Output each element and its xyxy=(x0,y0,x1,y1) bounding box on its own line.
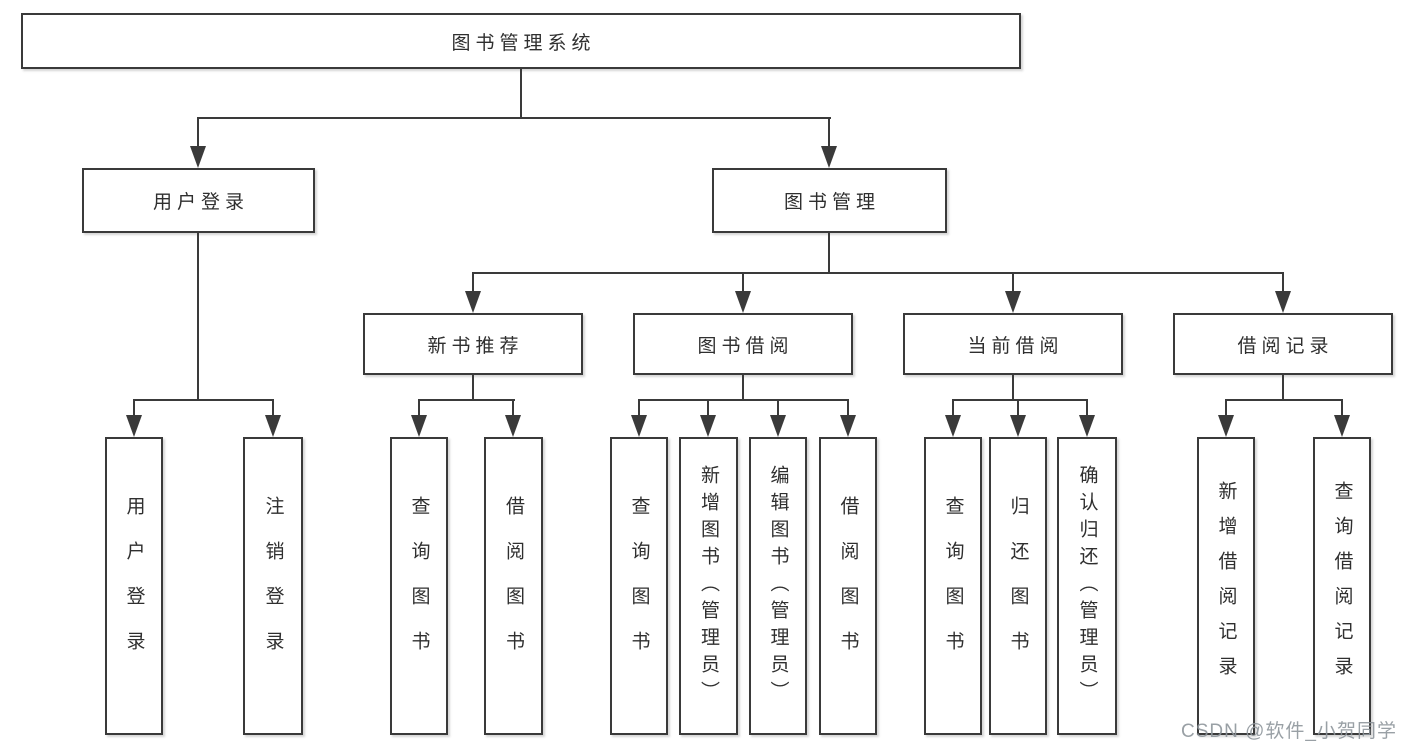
arrowhead-down-icon xyxy=(770,415,786,437)
arrowhead-down-icon xyxy=(411,415,427,437)
arrowhead-down-icon xyxy=(735,291,751,313)
connector-bookborrow-stem xyxy=(742,375,744,401)
node-new-book-recommendation: 新书推荐 xyxy=(363,313,583,375)
leaf-edit-book-admin: 编辑图书（管理员） xyxy=(749,437,807,735)
node-root: 图书管理系统 xyxy=(21,13,1021,69)
arrowhead-down-icon xyxy=(126,415,142,437)
connector-drop xyxy=(133,399,135,417)
connector-drop xyxy=(1225,399,1227,417)
connector-level2-hline xyxy=(472,272,1284,274)
connector-drop xyxy=(1341,399,1343,417)
connector-userlogin-stem xyxy=(197,233,199,401)
leaf-borrow-books-recommend: 借阅图书 xyxy=(484,437,543,735)
leaf-confirm-return-admin: 确认归还（管理员） xyxy=(1057,437,1117,735)
connector-drop xyxy=(272,399,274,417)
leaf-add-book-admin: 新增图书（管理员） xyxy=(679,437,738,735)
leaf-logout: 注销登录 xyxy=(243,437,303,735)
connector-drop xyxy=(707,399,709,417)
connector-records-stem xyxy=(1282,375,1284,401)
connector-level1-hline xyxy=(197,117,831,119)
connector-drop xyxy=(1012,272,1014,292)
connector-group-hline xyxy=(418,399,515,401)
arrowhead-down-icon xyxy=(631,415,647,437)
arrowhead-down-icon xyxy=(465,291,481,313)
csdn-watermark: CSDN @软件_小贺同学 xyxy=(1181,721,1397,742)
connector-group-hline xyxy=(952,399,1088,401)
arrowhead-down-icon xyxy=(1079,415,1095,437)
connector-currentborrow-stem xyxy=(1012,375,1014,401)
connector-drop xyxy=(777,399,779,417)
arrowhead-down-icon xyxy=(821,146,837,168)
leaf-query-books-borrow: 查询图书 xyxy=(610,437,668,735)
node-borrowing-records: 借阅记录 xyxy=(1173,313,1393,375)
node-book-management: 图书管理 xyxy=(712,168,947,233)
arrowhead-down-icon xyxy=(945,415,961,437)
leaf-return-books: 归还图书 xyxy=(989,437,1047,735)
leaf-query-books-current: 查询图书 xyxy=(924,437,982,735)
connector-bookmgmt-stem xyxy=(828,233,830,274)
arrowhead-down-icon xyxy=(265,415,281,437)
connector-group-hline xyxy=(1225,399,1343,401)
connector-drop xyxy=(638,399,640,417)
arrowhead-down-icon xyxy=(840,415,856,437)
arrowhead-down-icon xyxy=(1275,291,1291,313)
node-current-borrowing: 当前借阅 xyxy=(903,313,1123,375)
connector-drop xyxy=(512,399,514,417)
connector-drop xyxy=(1086,399,1088,417)
connector-root-stem xyxy=(520,69,522,119)
connector-drop xyxy=(952,399,954,417)
arrowhead-down-icon xyxy=(1334,415,1350,437)
connector-drop xyxy=(418,399,420,417)
connector-drop xyxy=(197,117,199,149)
arrowhead-down-icon xyxy=(700,415,716,437)
connector-drop xyxy=(847,399,849,417)
connector-drop xyxy=(742,272,744,292)
connector-drop xyxy=(1282,272,1284,292)
connector-drop xyxy=(472,272,474,292)
arrowhead-down-icon xyxy=(190,146,206,168)
leaf-borrow-books: 借阅图书 xyxy=(819,437,877,735)
arrowhead-down-icon xyxy=(1010,415,1026,437)
leaf-user-login: 用户登录 xyxy=(105,437,163,735)
arrowhead-down-icon xyxy=(1005,291,1021,313)
leaf-query-books-recommend: 查询图书 xyxy=(390,437,448,735)
node-book-borrowing: 图书借阅 xyxy=(633,313,853,375)
connector-drop xyxy=(1017,399,1019,417)
connector-newbook-stem xyxy=(472,375,474,401)
node-user-login: 用户登录 xyxy=(82,168,315,233)
connector-group-hline xyxy=(133,399,274,401)
leaf-query-borrow-record: 查询借阅记录 xyxy=(1313,437,1371,735)
arrowhead-down-icon xyxy=(505,415,521,437)
arrowhead-down-icon xyxy=(1218,415,1234,437)
connector-group-hline xyxy=(638,399,849,401)
connector-drop xyxy=(828,117,830,149)
leaf-add-borrow-record: 新增借阅记录 xyxy=(1197,437,1255,735)
